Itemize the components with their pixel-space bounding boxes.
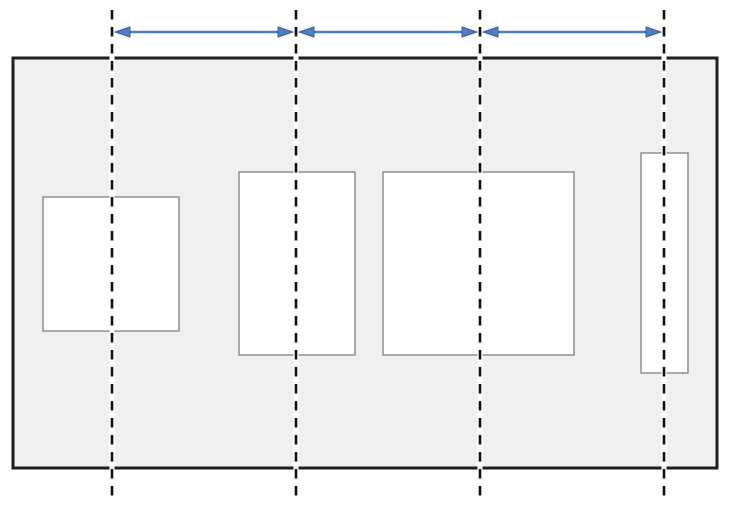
spacing-arrow-right-head-icon-2 <box>461 26 479 38</box>
spacing-arrow-left-head-icon-3 <box>481 26 499 38</box>
spacing-arrow-left-head-icon-2 <box>297 26 315 38</box>
spacing-arrow-left-head-icon-1 <box>113 26 131 38</box>
spacing-arrow-right-head-icon-3 <box>645 26 663 38</box>
spacing-arrow-right-head-icon-1 <box>277 26 295 38</box>
